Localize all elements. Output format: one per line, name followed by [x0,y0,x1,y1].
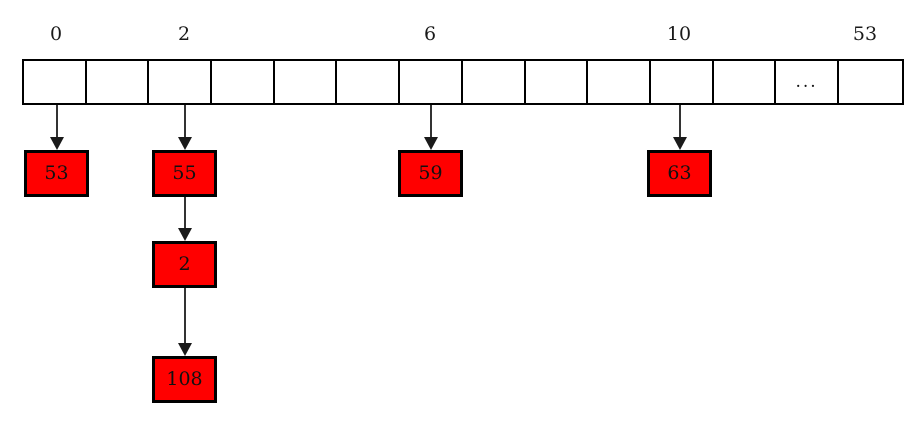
array-cell[interactable] [651,61,714,103]
bucket-node[interactable]: 108 [152,356,217,403]
bucket-node[interactable]: 59 [398,150,463,197]
chain-arrow [183,197,186,230]
bucket-node[interactable]: 63 [647,150,712,197]
hash-table-array: ... [22,59,904,105]
array-cell[interactable] [24,61,87,103]
array-cell[interactable] [212,61,275,103]
chain-arrow [183,105,186,139]
array-cell[interactable] [463,61,526,103]
array-index-label: 53 [852,23,878,45]
array-cell[interactable] [400,61,463,103]
bucket-node[interactable]: 2 [152,241,217,288]
bucket-node[interactable]: 53 [24,150,89,197]
chain-arrow-head [423,137,438,150]
array-index-label: 10 [666,23,692,45]
bucket-node[interactable]: 55 [152,150,217,197]
array-cell[interactable] [714,61,777,103]
array-cell[interactable] [588,61,651,103]
chain-arrow-head [49,137,64,150]
array-index-label: 2 [177,23,191,45]
array-cell[interactable] [87,61,150,103]
chain-arrow-head [177,228,192,241]
chain-arrow-head [672,137,687,150]
array-cell[interactable] [149,61,213,103]
array-cell-ellipsis[interactable]: ... [776,61,839,103]
array-cell[interactable] [526,61,589,103]
chain-arrow [55,105,58,139]
array-index-label: 6 [423,23,437,45]
array-index-label: 0 [49,23,63,45]
chain-arrow-head [177,343,192,356]
array-cell[interactable] [275,61,338,103]
array-cell[interactable] [337,61,401,103]
chain-arrow [429,105,432,139]
chain-arrow [183,288,186,345]
chain-arrow-head [177,137,192,150]
chain-arrow [678,105,681,139]
array-cell[interactable] [839,61,902,103]
